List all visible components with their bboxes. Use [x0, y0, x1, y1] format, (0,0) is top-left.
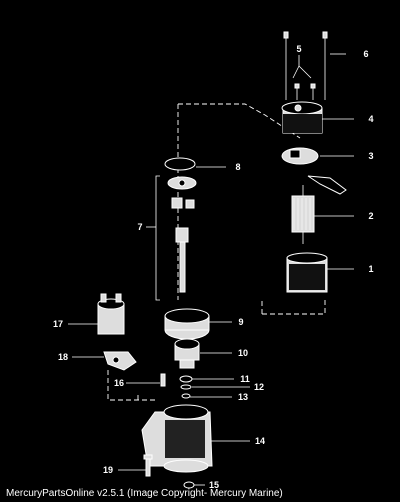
callout-2: 2: [368, 211, 373, 221]
part-9-housing-ring[interactable]: [164, 308, 210, 340]
part-6-through-bolts[interactable]: [283, 31, 328, 100]
part-1-field-frame[interactable]: [286, 252, 328, 293]
callout-14: 14: [255, 436, 265, 446]
part-10-pinion-gear[interactable]: [174, 338, 200, 369]
part-14-drive-housing[interactable]: [141, 404, 213, 473]
part-16-pin[interactable]: [160, 373, 166, 387]
callout-1: 1: [368, 264, 373, 274]
callout-8: 8: [235, 162, 240, 172]
part-8-o-ring[interactable]: [164, 157, 196, 171]
leader-lines: [68, 53, 354, 486]
callout-11: 11: [240, 374, 250, 384]
callout-17: 17: [53, 319, 63, 329]
callout-9: 9: [238, 317, 243, 327]
part-13-clip[interactable]: [181, 393, 191, 399]
part-19-bolt[interactable]: [143, 454, 153, 477]
callout-12: 12: [254, 382, 264, 392]
part-12-retainer[interactable]: [180, 384, 192, 390]
callout-5: 5: [296, 44, 301, 54]
part-4-end-cap[interactable]: [281, 101, 323, 134]
callout-18: 18: [58, 352, 68, 362]
part-11-washer[interactable]: [179, 375, 193, 383]
part-18-lever[interactable]: [103, 351, 137, 371]
callout-6: 6: [363, 49, 368, 59]
callout-13: 13: [238, 392, 248, 402]
part-7-drive-assembly[interactable]: [155, 175, 197, 301]
part-5-screws[interactable]: [294, 83, 316, 100]
callout-19: 19: [103, 465, 113, 475]
callout-10: 10: [238, 348, 248, 358]
callout-16: 16: [114, 378, 124, 388]
image-caption: MercuryPartsOnline v2.5.1 (Image Copyrig…: [6, 488, 283, 499]
part-3-brush-plate[interactable]: [281, 147, 347, 195]
callout-4: 4: [368, 114, 373, 124]
callout-3: 3: [368, 151, 373, 161]
callout-15: 15: [209, 480, 219, 490]
callout-7: 7: [137, 222, 142, 232]
part-2-armature[interactable]: [291, 185, 315, 244]
callout-labels: 6 5 4 3 2 1 8 7 9 10 11 12 13 14 15 16 1…: [53, 44, 374, 490]
part-17-solenoid[interactable]: [97, 293, 125, 335]
